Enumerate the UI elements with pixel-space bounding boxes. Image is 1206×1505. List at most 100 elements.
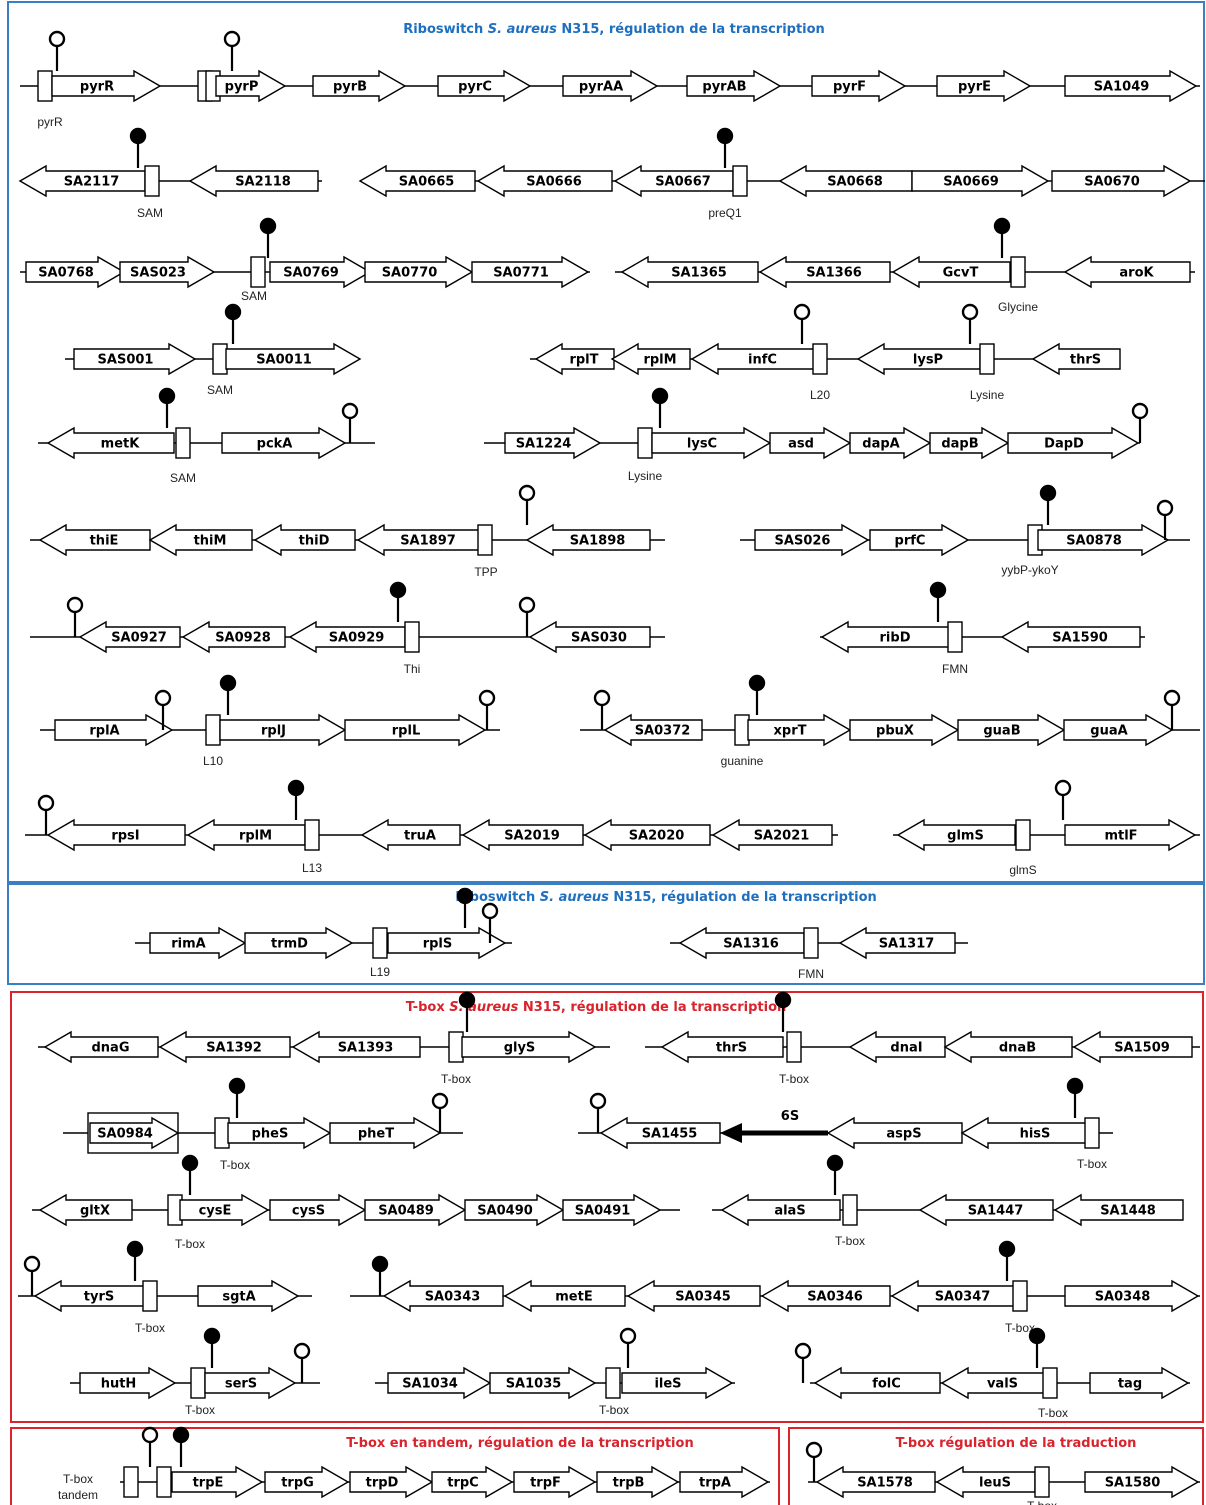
gene-arrow-shape xyxy=(489,1366,597,1400)
regulator-label: SAM xyxy=(241,289,267,303)
gene-arrow-shape xyxy=(678,926,805,960)
gene-arrow-SA0768: SA0768 xyxy=(25,255,126,289)
gene-arrow-SA0929: SA0929 xyxy=(288,620,406,654)
gene-arrow-pyrC: pyrC xyxy=(437,69,532,103)
gene-label: SA1316 xyxy=(723,937,779,952)
gene-arrow-shape xyxy=(911,164,1050,198)
gene-label: SA0345 xyxy=(675,1290,731,1305)
gene-arrow-SA0348: SA0348 xyxy=(1064,1279,1200,1313)
gene-arrow-shape xyxy=(431,1465,514,1499)
gene-arrow-shape xyxy=(769,426,852,460)
riboswitch-switch-icon xyxy=(774,991,792,1032)
gene-arrow-shape xyxy=(891,255,1011,289)
gene-arrow-shape xyxy=(599,1116,721,1150)
gene-arrow-shape xyxy=(679,1465,770,1499)
gene-label: SAS001 xyxy=(98,353,154,368)
regulatory-element-box xyxy=(605,1367,621,1399)
gene-label: ribD xyxy=(880,631,911,646)
gene-label: SA0984 xyxy=(97,1127,153,1142)
riboswitch-switch-icon xyxy=(993,217,1011,258)
gene-arrow-shape xyxy=(171,1465,264,1499)
gene-arrow-shape xyxy=(358,164,476,198)
gene-arrow-SA1366: SA1366 xyxy=(758,255,891,289)
gene-arrow-pyrAB: pyrAB xyxy=(686,69,782,103)
regulator-label: T-box xyxy=(1038,1406,1068,1420)
gene-arrow-shape xyxy=(936,69,1032,103)
regulator-label: guanine xyxy=(721,754,764,768)
gene-arrow-guaB: guaB xyxy=(957,713,1066,747)
gene-arrow-shape xyxy=(1037,523,1170,557)
gene-arrow-trpF: trpF xyxy=(513,1465,597,1499)
regulator-label: FMN xyxy=(798,967,824,981)
gene-arrow-shape xyxy=(603,713,703,747)
gene-label: trpG xyxy=(281,1476,314,1491)
gene-arrow-infC: infC xyxy=(690,342,816,376)
gene-arrow-shape xyxy=(148,523,253,557)
gene-arrow-pyrE: pyrE xyxy=(936,69,1032,103)
gene-arrow-trpE: trpE xyxy=(171,1465,264,1499)
gene-label: hisS xyxy=(1020,1127,1051,1142)
gene-arrow-SA0491: SA0491 xyxy=(562,1193,662,1227)
gene-arrow-shape xyxy=(188,164,319,198)
gene-arrow-dnaG: dnaG xyxy=(43,1030,159,1064)
gene-arrow-shape xyxy=(344,713,487,747)
gene-arrow-shape xyxy=(651,426,772,460)
gene-label: DapD xyxy=(1044,437,1084,452)
gene-arrow-SA1392: SA1392 xyxy=(158,1030,291,1064)
gene-arrow-SA1898: SA1898 xyxy=(525,523,651,557)
gene-label: SA0489 xyxy=(378,1204,434,1219)
gene-label: pbuX xyxy=(876,724,914,739)
gene-arrow-rplT: rplT xyxy=(534,342,615,376)
regulator-label: SAM xyxy=(170,471,196,485)
gene-label: tag xyxy=(1118,1377,1142,1392)
gene-label: SA0343 xyxy=(425,1290,481,1305)
gene-arrow-shape xyxy=(686,69,782,103)
gene-label: pyrR xyxy=(80,80,114,95)
gene-label: SA1035 xyxy=(506,1377,562,1392)
gene-arrow-asd: asd xyxy=(769,426,852,460)
tbox-tandem-panel xyxy=(10,1427,780,1505)
gene-arrow-rpsI: rpsI xyxy=(46,818,186,852)
terminator-hairpin-icon xyxy=(1054,779,1072,820)
gene-label: pyrF xyxy=(833,80,866,95)
gene-arrow-SA0878: SA0878 xyxy=(1037,523,1170,557)
gene-arrow-SA1316: SA1316 xyxy=(678,926,805,960)
gene-arrow-SA1897: SA1897 xyxy=(356,523,481,557)
gene-arrow-SA2117: SA2117 xyxy=(18,164,146,198)
gene-label: rplS xyxy=(423,937,453,952)
gene-arrow-tyrS: tyrS xyxy=(33,1279,146,1313)
gene-arrow-SA1447: SA1447 xyxy=(918,1193,1054,1227)
gene-arrow-SA0665: SA0665 xyxy=(358,164,476,198)
gene-arrow-SA0770: SA0770 xyxy=(364,255,474,289)
gene-label: SA1509 xyxy=(1114,1041,1170,1056)
gene-arrow-shape xyxy=(960,1116,1091,1150)
gene-arrow-shape xyxy=(856,342,981,376)
regulatory-element-box xyxy=(786,1031,802,1063)
gene-label: SA1224 xyxy=(516,437,572,452)
gene-arrow-SA0669: SA0669 xyxy=(911,164,1050,198)
gene-arrow-shape xyxy=(711,818,833,852)
terminator-hairpin-icon xyxy=(48,30,66,71)
gene-label: thiD xyxy=(299,534,330,549)
gene-arrow-SA2021: SA2021 xyxy=(711,818,833,852)
riboswitch-switch-icon xyxy=(172,1426,190,1467)
gene-arrow-shape xyxy=(848,1030,946,1064)
gene-label: SA0011 xyxy=(256,353,312,368)
gene-arrow-SAS026: SAS026 xyxy=(754,523,870,557)
gene-arrow-shape xyxy=(288,620,406,654)
gene-label: pyrE xyxy=(958,80,991,95)
regulator-label: L10 xyxy=(203,754,223,768)
regulator-label: T-box xyxy=(835,1234,865,1248)
riboswitch-switch-icon xyxy=(826,1154,844,1195)
riboswitch-switch-icon xyxy=(371,1255,389,1296)
gene-label: SA2118 xyxy=(235,175,291,190)
terminator-hairpin-icon xyxy=(518,596,536,637)
gene-arrow-folC: folC xyxy=(813,1366,941,1400)
gene-label: trpD xyxy=(366,1476,399,1491)
gene-label: SA0347 xyxy=(935,1290,991,1305)
gene-arrow-dnaI: dnaI xyxy=(848,1030,946,1064)
riboswitch-switch-icon xyxy=(1066,1077,1084,1118)
gene-arrow-shape xyxy=(838,926,956,960)
terminator-hairpin-icon xyxy=(154,689,172,730)
